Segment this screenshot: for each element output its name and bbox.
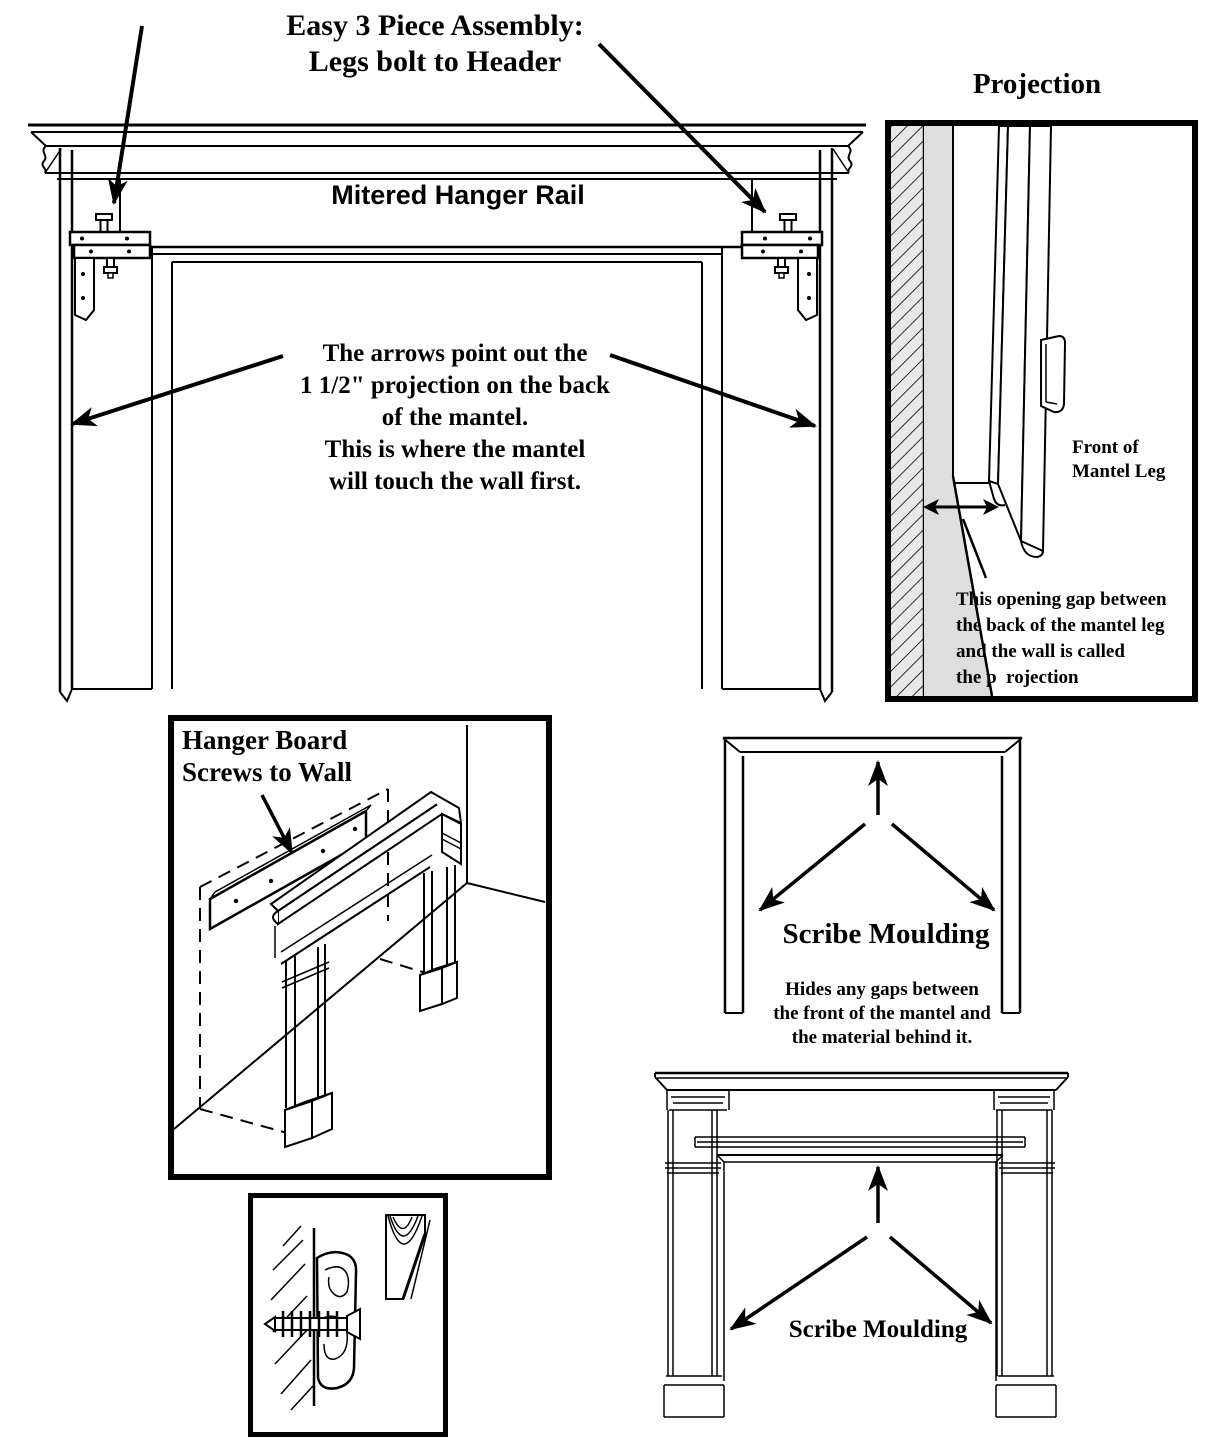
projection-note: The arrows point out the 1 1/2" projecti… [300, 340, 610, 495]
wood-grain-block [385, 1214, 431, 1300]
lower-mantel-arrows [729, 1165, 993, 1331]
hanger-rail-label: Mitered Hanger Rail [331, 180, 585, 210]
right-bolt-bracket [740, 213, 824, 322]
mantel-isometric [269, 790, 463, 1149]
lower-scribe-label: Scribe Moulding [788, 1316, 968, 1343]
lower-mantel-opening [716, 1154, 1004, 1381]
moulding-frame [722, 736, 1023, 1014]
lower-mantel-drawing [654, 1071, 1069, 1418]
assembly-arrows [107, 25, 767, 214]
projection-title: Projection [972, 68, 1102, 100]
screw [263, 1307, 361, 1341]
left-bolt-bracket [68, 213, 152, 322]
screw-detail-box [248, 1193, 448, 1437]
projection-drawing [891, 126, 1067, 696]
scribe-moulding-note: Hides any gaps between the front of the … [773, 979, 991, 1048]
lower-mantel-capitals [666, 1090, 1055, 1111]
projection-panel-box [885, 120, 1198, 702]
lower-mantel-shelf [654, 1071, 1069, 1091]
wall-section [891, 126, 994, 696]
projection-gap-note: This opening gap between the back of the… [956, 589, 1167, 688]
screw-detail-drawing [263, 1214, 431, 1411]
assembly-note: Easy 3 Piece Assembly: Legs bolt to Head… [286, 9, 584, 78]
hanger-board-title: Hanger Board Screws to Wall [182, 725, 353, 787]
projection-gap-arrow [923, 499, 999, 579]
main-mantel-drawing [28, 25, 866, 703]
scribe-moulding-label: Scribe Moulding [782, 918, 990, 950]
moulding-arrows [758, 760, 996, 912]
room-corner [174, 725, 546, 1130]
scribe-moulding-drawing [722, 736, 1023, 1014]
lower-mantel-legs [663, 1110, 1057, 1418]
hanger-board-drawing [174, 725, 546, 1149]
mantel-leg-side-view [955, 126, 1067, 559]
hanger-board-arrow [260, 794, 294, 855]
front-leg-label: Front of Mantel Leg [1072, 437, 1166, 482]
mantel-shelf [28, 123, 866, 180]
projection-arrows [70, 353, 817, 428]
mantel-legs [59, 247, 833, 703]
lower-mantel-band [694, 1136, 1026, 1148]
hanger-board-box [168, 715, 552, 1180]
